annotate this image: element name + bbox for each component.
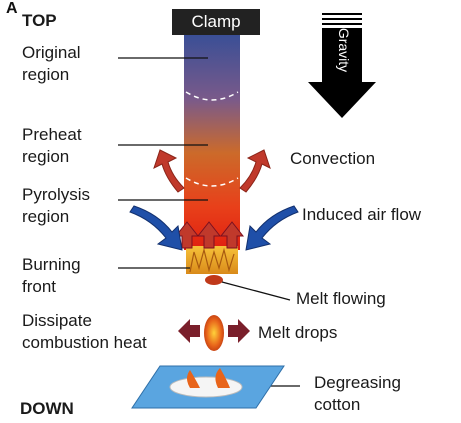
dissipate-heat-arrows xyxy=(178,319,250,343)
gravity-stripes xyxy=(322,13,362,25)
region-boundary-2 xyxy=(185,177,239,187)
cotton-flame-1 xyxy=(187,370,200,388)
air-flow-arrows xyxy=(129,205,299,251)
cotton-flame-2 xyxy=(215,368,230,388)
melt-drop xyxy=(204,315,224,351)
heat-up-arrows xyxy=(174,221,245,249)
flame-texture xyxy=(189,247,235,273)
clamp-label: Clamp xyxy=(191,12,241,31)
leader-lines xyxy=(118,57,300,387)
cotton-pad xyxy=(169,376,243,398)
clamp-block xyxy=(172,9,260,35)
panel-label: A xyxy=(6,0,18,17)
gravity-arrow xyxy=(308,28,376,118)
melt-flowing-blob xyxy=(205,275,223,285)
melt-flowing-label: Melt flowing xyxy=(296,289,386,308)
region-boundary-1 xyxy=(185,91,239,101)
melt-drops-label: Melt drops xyxy=(258,323,338,342)
down-label: DOWN xyxy=(20,399,74,418)
convection-arrows xyxy=(153,149,271,193)
sample-rod xyxy=(184,35,240,250)
convection-label: Convection xyxy=(290,149,376,168)
gravity-label: Gravity xyxy=(336,27,352,73)
induced-air-flow-label: Induced air flow xyxy=(302,205,422,224)
top-label: TOP xyxy=(22,11,57,30)
